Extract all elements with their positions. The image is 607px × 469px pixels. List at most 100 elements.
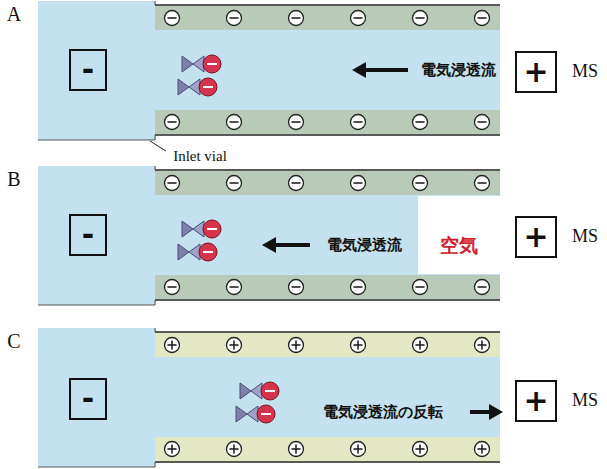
flow-label: 電気浸透流: [421, 62, 496, 79]
charge-sign: [354, 121, 363, 123]
analyte-body: [189, 79, 200, 95]
wall-charge: [165, 11, 180, 26]
charge-sign: [354, 17, 363, 19]
charge-sign: [481, 341, 483, 350]
analyte-body: [240, 383, 251, 399]
analyte-charge: [203, 220, 221, 238]
vial-edge: [38, 166, 155, 305]
anode-box: +: [515, 51, 557, 93]
analyte-body: [182, 56, 193, 72]
charge-sign: [168, 17, 177, 19]
anode-box: +: [515, 216, 557, 258]
panel-illustration: [38, 166, 500, 305]
wall-charge: [227, 11, 242, 26]
capillary-wall: [155, 171, 500, 195]
charge-sign: [478, 121, 487, 123]
wall-charge: [289, 280, 304, 295]
charge-sign: [416, 286, 425, 288]
vial-edge: [38, 1, 155, 140]
analyte-charge: [261, 382, 279, 400]
wall-charge: [475, 176, 490, 191]
charge-sign: [416, 17, 425, 19]
charge-sign: [292, 17, 301, 19]
vial-edge: [38, 328, 155, 467]
wall-charge: [413, 176, 428, 191]
electrode-sign: +: [523, 386, 548, 416]
flow-arrowhead: [489, 404, 503, 420]
charge-sign: [357, 341, 359, 350]
wall-charge: [165, 442, 180, 457]
wall-charge: [351, 280, 366, 295]
wall-charge: [227, 115, 242, 130]
wall-charge: [289, 176, 304, 191]
analyte-body: [189, 244, 200, 260]
capillary-wall: [155, 275, 500, 299]
flow-arrowhead: [352, 62, 366, 78]
panel-illustration: [38, 1, 500, 140]
charge-sign: [168, 286, 177, 288]
capillary-wall: [155, 6, 500, 30]
wall-charge: [227, 176, 242, 191]
analyte-body: [193, 221, 204, 237]
analyte-body: [236, 406, 247, 422]
flow-arrowhead: [262, 237, 276, 253]
inlet-vial: [38, 1, 156, 140]
wall-charge: [475, 115, 490, 130]
wall-charge: [413, 115, 428, 130]
wall-charge: [413, 442, 428, 457]
charge-sign: [478, 182, 487, 184]
charge-sign: [168, 121, 177, 123]
charge-sign: [357, 445, 359, 454]
charge-sign: [171, 445, 173, 454]
wall-charge: [227, 280, 242, 295]
analyte-body: [178, 79, 189, 95]
capillary-edge: [155, 299, 500, 301]
wall-charge: [289, 11, 304, 26]
capillary-lumen: [155, 171, 500, 299]
inlet-vial: [38, 328, 156, 467]
charge-sign: [354, 182, 363, 184]
panel-letter: B: [7, 168, 20, 190]
cathode-box: -: [69, 214, 107, 256]
wall-charge: [165, 176, 180, 191]
capillary-edge: [155, 169, 500, 171]
wall-charge: [289, 115, 304, 130]
detector-label: MS: [572, 62, 598, 82]
wall-charge: [165, 280, 180, 295]
charge-sign: [230, 121, 239, 123]
capillary-wall: [155, 437, 500, 461]
charge-sign: [478, 286, 487, 288]
charge-sign: [416, 182, 425, 184]
charge-sign: [230, 182, 239, 184]
charge-sign: [416, 121, 425, 123]
capillary-lumen: [155, 6, 500, 134]
charge-sign: [295, 445, 297, 454]
analyte-body: [193, 56, 204, 72]
wall-charge: [289, 442, 304, 457]
panel-letter: C: [7, 330, 20, 352]
leader-line: [150, 141, 166, 151]
charge-sign: [292, 121, 301, 123]
charge-sign: [207, 63, 217, 65]
charge-sign: [233, 341, 235, 350]
electrode-sign: -: [82, 55, 94, 85]
detector-label: MS: [572, 391, 598, 411]
charge-sign: [207, 228, 217, 230]
analyte-charge: [257, 405, 275, 423]
wall-charge: [413, 338, 428, 353]
wall-charge: [475, 280, 490, 295]
wall-charge: [413, 11, 428, 26]
air-label: 空気: [440, 235, 478, 256]
flow-label: 電気浸透流: [327, 237, 402, 254]
charge-sign: [233, 445, 235, 454]
capillary-edge: [155, 331, 500, 333]
charge-sign: [261, 413, 271, 415]
wall-charge: [351, 115, 366, 130]
analyte-body: [251, 383, 262, 399]
charge-sign: [168, 182, 177, 184]
electrode-sign: +: [523, 57, 548, 87]
analyte-body: [178, 244, 189, 260]
charge-sign: [481, 445, 483, 454]
charge-sign: [292, 286, 301, 288]
wall-charge: [475, 11, 490, 26]
